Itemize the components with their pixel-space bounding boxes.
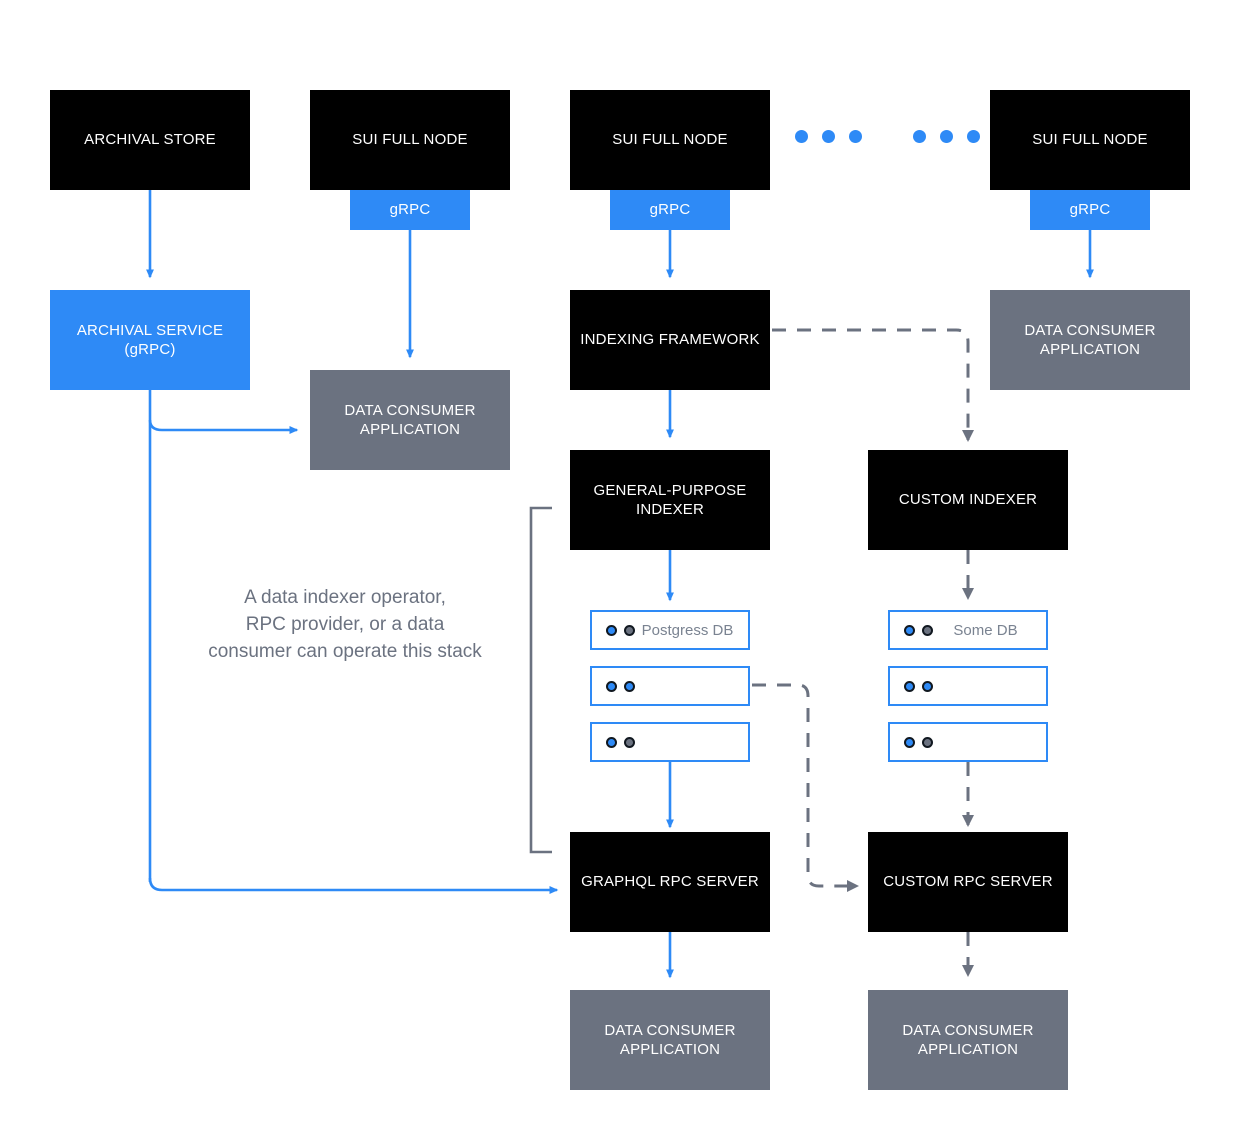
node-data-consumer-top-right-line2: APPLICATION	[1039, 341, 1141, 358]
node-sui-full-node-3[interactable]: SUI FULL NODE	[990, 90, 1190, 190]
node-custom-rpc-server[interactable]: CUSTOM RPC SERVER	[868, 832, 1068, 932]
node-general-purpose-indexer[interactable]: GENERAL-PURPOSE INDEXER	[570, 450, 770, 550]
node-data-consumer-left-line2: APPLICATION	[359, 421, 461, 438]
db-dot-blue-icon	[922, 680, 933, 692]
node-archival-service[interactable]: ARCHIVAL SERVICE (gRPC)	[50, 290, 250, 390]
node-graphql-rpc-server[interactable]: GRAPHQL RPC SERVER	[570, 832, 770, 932]
node-data-consumer-left-line1: DATA CONSUMER	[344, 401, 476, 419]
wire-archival-service-to-graphql-rpc-server	[148, 877, 559, 894]
node-graphql-rpc-server-label: GRAPHQL RPC SERVER	[581, 873, 759, 891]
db-dot-blue-icon	[624, 680, 635, 692]
db-status-dots	[904, 736, 933, 748]
db-dot-gray-icon	[922, 736, 933, 748]
db-row-some-db-label: Some DB	[953, 621, 1018, 639]
ellipsis-dot-icon	[795, 130, 808, 143]
db-dot-blue-icon	[904, 624, 915, 636]
ellipsis-nodes-right	[913, 130, 980, 143]
annotation-line-2: RPC provider, or a data	[245, 613, 445, 635]
wire-indexing-framework-to-custom-indexer	[772, 328, 974, 442]
node-data-consumer-bottom-right-line2: APPLICATION	[917, 1041, 1019, 1058]
node-data-consumer-bottom-right-line1: DATA CONSUMER	[902, 1021, 1034, 1039]
ellipsis-dot-icon	[822, 130, 835, 143]
operator-scope-annotation: A data indexer operator, RPC provider, o…	[175, 585, 515, 666]
node-indexing-framework-label: INDEXING FRAMEWORK	[580, 331, 760, 349]
node-data-consumer-application-top-right[interactable]: DATA CONSUMER APPLICATION	[990, 290, 1190, 390]
db-dot-blue-icon	[606, 624, 617, 636]
ellipsis-nodes-left	[795, 130, 862, 143]
node-archival-store-label: ARCHIVAL STORE	[84, 131, 216, 149]
node-data-consumer-bottom-mid-line1: DATA CONSUMER	[604, 1021, 736, 1039]
db-row-right-3[interactable]	[888, 722, 1048, 762]
node-custom-indexer[interactable]: CUSTOM INDEXER	[868, 450, 1068, 550]
ellipsis-dot-icon	[967, 130, 980, 143]
chip-grpc-3-label: gRPC	[1069, 201, 1111, 219]
node-general-purpose-indexer-line1: GENERAL-PURPOSE	[593, 481, 747, 499]
db-row-postgress[interactable]: Postgress DB	[590, 610, 750, 650]
node-data-consumer-application-left[interactable]: DATA CONSUMER APPLICATION	[310, 370, 510, 470]
db-dot-gray-icon	[922, 624, 933, 636]
db-dot-blue-icon	[904, 680, 915, 692]
node-sui-full-node-1[interactable]: SUI FULL NODE	[310, 90, 510, 190]
db-row-middle-2[interactable]	[590, 666, 750, 706]
node-sui-full-node-2-label: SUI FULL NODE	[612, 131, 728, 149]
db-status-dots	[606, 624, 635, 636]
node-custom-rpc-server-label: CUSTOM RPC SERVER	[883, 873, 1053, 891]
node-data-consumer-top-right-line1: DATA CONSUMER	[1024, 321, 1156, 339]
node-data-consumer-application-bottom-mid[interactable]: DATA CONSUMER APPLICATION	[570, 990, 770, 1090]
db-row-some-db[interactable]: Some DB	[888, 610, 1048, 650]
ellipsis-dot-icon	[913, 130, 926, 143]
db-dot-blue-icon	[606, 736, 617, 748]
ellipsis-dot-icon	[849, 130, 862, 143]
db-status-dots	[904, 624, 933, 636]
db-dot-gray-icon	[624, 624, 635, 636]
node-data-consumer-bottom-mid-line2: APPLICATION	[619, 1041, 721, 1058]
chip-grpc-1[interactable]: gRPC	[350, 190, 470, 230]
annotation-line-3: consumer can operate this stack	[208, 640, 482, 662]
db-row-right-2[interactable]	[888, 666, 1048, 706]
db-dot-gray-icon	[624, 736, 635, 748]
node-custom-indexer-label: CUSTOM INDEXER	[898, 491, 1038, 509]
db-status-dots	[606, 736, 635, 748]
node-archival-service-label-line1: ARCHIVAL SERVICE	[76, 321, 224, 339]
wire-archival-service-to-data-consumer-left	[148, 419, 299, 434]
annotation-line-1: A data indexer operator,	[244, 587, 446, 608]
node-general-purpose-indexer-line2: INDEXER	[635, 501, 705, 518]
chip-grpc-3[interactable]: gRPC	[1030, 190, 1150, 230]
node-data-consumer-application-bottom-right[interactable]: DATA CONSUMER APPLICATION	[868, 990, 1068, 1090]
node-sui-full-node-2[interactable]: SUI FULL NODE	[570, 90, 770, 190]
chip-grpc-2-label: gRPC	[649, 201, 691, 219]
chip-grpc-1-label: gRPC	[389, 201, 431, 219]
db-dot-blue-icon	[606, 680, 617, 692]
node-sui-full-node-1-label: SUI FULL NODE	[352, 131, 468, 149]
db-row-postgress-label: Postgress DB	[641, 621, 734, 639]
db-dot-blue-icon	[904, 736, 915, 748]
ellipsis-dot-icon	[940, 130, 953, 143]
node-indexing-framework[interactable]: INDEXING FRAMEWORK	[570, 290, 770, 390]
db-row-middle-3[interactable]	[590, 722, 750, 762]
node-sui-full-node-3-label: SUI FULL NODE	[1032, 131, 1148, 149]
db-status-dots	[904, 680, 933, 692]
db-status-dots	[606, 680, 635, 692]
node-archival-store[interactable]: ARCHIVAL STORE	[50, 90, 250, 190]
node-archival-service-label-line2: (gRPC)	[124, 341, 176, 358]
operator-scope-bracket	[529, 506, 552, 854]
chip-grpc-2[interactable]: gRPC	[610, 190, 730, 230]
